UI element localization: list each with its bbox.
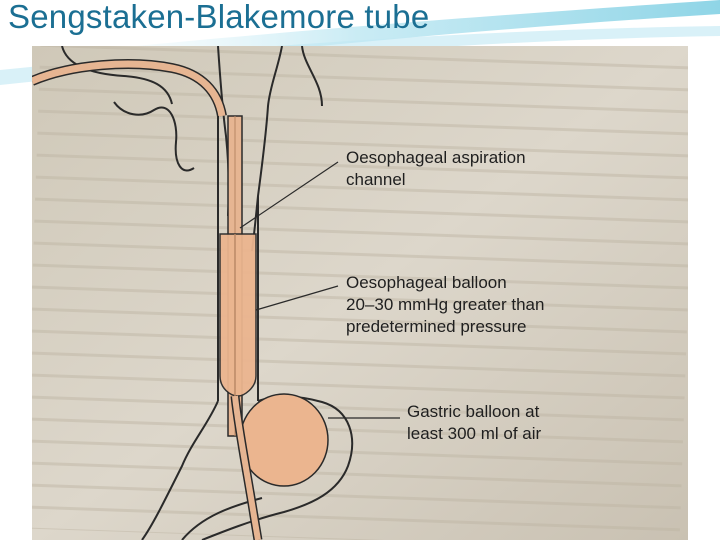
label-line: predetermined pressure	[346, 317, 527, 336]
textbook-figure-photo: Oesophageal aspiration channel Oesophage…	[32, 46, 688, 540]
label-oesophageal-aspiration-channel: Oesophageal aspiration channel	[346, 147, 526, 191]
label-line: Gastric balloon at	[407, 402, 540, 421]
label-line: channel	[346, 170, 406, 189]
label-oesophageal-balloon: Oesophageal balloon 20–30 mmHg greater t…	[346, 272, 544, 338]
label-line: Oesophageal balloon	[346, 273, 507, 292]
label-line: 20–30 mmHg greater than	[346, 295, 545, 314]
slide-title: Sengstaken-Blakemore tube	[8, 0, 430, 35]
label-gastric-balloon: Gastric balloon at least 300 ml of air	[407, 401, 541, 445]
label-line: Oesophageal aspiration	[346, 148, 526, 167]
figure-illustration	[32, 46, 688, 540]
label-line: least 300 ml of air	[407, 424, 542, 443]
